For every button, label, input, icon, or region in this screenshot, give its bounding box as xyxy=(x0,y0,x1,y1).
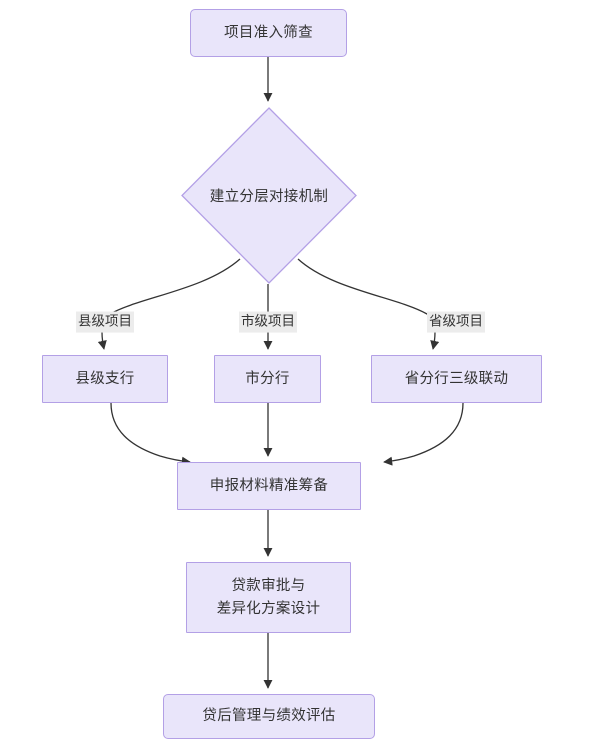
edge-n3-n6 xyxy=(110,402,191,466)
node-loan-approval-and-differentiated-design[interactable]: 贷款审批与 差异化方案设计 xyxy=(186,562,351,633)
node-tiered-docking-mechanism[interactable]: 建立分层对接机制 xyxy=(181,107,357,284)
edge-n2-n5 xyxy=(297,258,440,350)
node-project-access-screening[interactable]: 项目准入筛查 xyxy=(190,9,347,57)
node-province-three-level-linkage[interactable]: 省分行三级联动 xyxy=(371,355,542,403)
node-county-subbranch[interactable]: 县级支行 xyxy=(42,355,168,403)
node-application-material-preparation[interactable]: 申报材料精准筹备 xyxy=(177,462,361,510)
edge-label-province-project: 省级项目 xyxy=(427,311,485,333)
edge-label-city-project: 市级项目 xyxy=(239,311,297,333)
edge-n5-n6 xyxy=(383,402,464,466)
node-post-loan-management-and-performance-evaluation[interactable]: 贷后管理与绩效评估 xyxy=(163,694,375,739)
edge-n2-n3 xyxy=(97,258,241,350)
diamond-shape xyxy=(181,107,357,284)
node-city-branch[interactable]: 市分行 xyxy=(214,355,321,403)
edge-label-county-project: 县级项目 xyxy=(76,311,134,333)
